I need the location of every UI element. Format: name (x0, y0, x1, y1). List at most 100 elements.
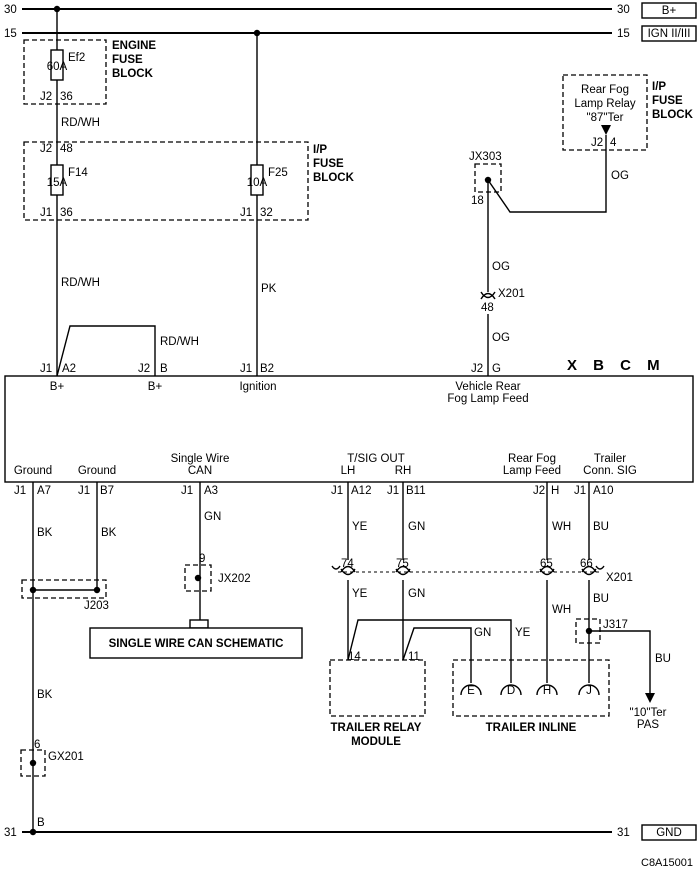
wire-wh-2: WH (552, 604, 571, 616)
wire-bu-2: BU (593, 593, 609, 605)
xbcm-pin-b2-label: Ignition (239, 381, 276, 393)
xbcm-pin-h-label-2: Lamp Feed (503, 465, 561, 477)
engine-fuse-conn: J2 (40, 91, 52, 103)
wire-gn-3: GN (474, 627, 491, 639)
xbcm-pin-a10-conn: J1 (574, 485, 586, 497)
x201-pin-65: 65 (540, 558, 553, 570)
wire-bk-1: BK (37, 527, 53, 539)
ground-rail: 31 31 GND (4, 824, 697, 841)
wire-og-2: OG (492, 261, 510, 273)
splice-j317: J317 (575, 618, 628, 644)
j203-label: J203 (84, 600, 109, 612)
x201-upper-pin: 48 (481, 302, 494, 314)
wire-wh-1: WH (552, 521, 571, 533)
relay-line-2: Lamp Relay (574, 98, 636, 110)
engine-fuse-block: Ef2 60A J2 36 ENGINE FUSE BLOCK (23, 5, 156, 142)
jx303-label: JX303 (469, 151, 502, 163)
xbcm-tsig-label: T/SIG OUT (347, 453, 405, 465)
connector-jx303: JX303 18 (469, 151, 502, 207)
jx303-pin: 18 (471, 195, 484, 207)
trailer-relay-title-2: MODULE (351, 736, 401, 748)
connector-jx202: 9 JX202 (184, 553, 251, 592)
gx201-pin: 6 (34, 739, 40, 751)
xbcm-pin-h-pin: H (551, 485, 559, 497)
xbcm-pin-a10-label-1: Trailer (594, 453, 626, 465)
xbcm-pin-a12-conn: J1 (331, 485, 343, 497)
connector-x201-upper: X201 48 (480, 288, 525, 314)
trailer-relay-title-1: TRAILER RELAY (331, 722, 422, 734)
fuse-ef2-name: Ef2 (68, 52, 85, 64)
wire-ye-1: YE (352, 521, 368, 533)
xbcm-pin-h-label-1: Rear Fog (508, 453, 556, 465)
relay-block-title-2: FUSE (652, 95, 683, 107)
ground-rail-number-right: 31 (617, 827, 630, 839)
relay-line-1: Rear Fog (581, 84, 629, 96)
engine-fuse-title-1: ENGINE (112, 40, 156, 52)
single-wire-can-schematic-link[interactable] (89, 627, 303, 659)
xbcm-pin-a3-conn: J1 (181, 485, 193, 497)
wire-rdwh-1: RD/WH (61, 117, 100, 129)
fuse-f25-rating: 10A (247, 177, 268, 189)
engine-fuse-pin: 36 (60, 91, 73, 103)
x201-lower-label: X201 (606, 572, 633, 584)
wire-ye-3: YE (515, 627, 531, 639)
engine-fuse-title-3: BLOCK (112, 68, 154, 80)
xbcm-pin-a3-label-1: Single Wire (171, 453, 230, 465)
wire-bk-2: BK (101, 527, 117, 539)
j317-label: J317 (603, 619, 628, 631)
xbcm-pin-b11-label: RH (395, 465, 412, 477)
x201-pin-74: 74 (341, 558, 354, 570)
wire-gn-1: GN (408, 521, 425, 533)
wire-bk-3: BK (37, 689, 53, 701)
xbcm-pin-a7-label: Ground (14, 465, 52, 477)
relay-block-title-1: I/P (652, 81, 666, 93)
connector-x201-lower: 74 75 65 66 X201 (331, 558, 633, 584)
wire-pk: PK (261, 283, 277, 295)
xbcm-pin-a2-pin: A2 (62, 363, 76, 375)
xbcm-pin-a2-label: B+ (50, 381, 65, 393)
ground-rail-label: GND (656, 827, 682, 839)
ign-rail: 15 15 IGN II/III (4, 25, 697, 42)
b-plus-rail-label: B+ (662, 5, 677, 17)
relay-pin: 4 (610, 137, 617, 149)
pas-arrow-icon (645, 693, 655, 703)
trailer-relay-pin-14: 14 (348, 651, 361, 663)
b-plus-rail-number-right: 30 (617, 4, 630, 16)
engine-fuse-title-2: FUSE (112, 54, 143, 66)
b-plus-rail: 30 30 B+ (4, 2, 697, 19)
xbcm-pin-b11-pin: B11 (406, 485, 426, 497)
wire-gn-can: GN (204, 511, 221, 523)
wire-gn-2: GN (408, 588, 425, 600)
ip-fuse-title-1: I/P (313, 144, 327, 156)
xbcm-pin-b7-pin: B7 (100, 485, 114, 497)
xbcm-pin-b7-conn: J1 (78, 485, 90, 497)
relay-terminal-arrow-icon (601, 125, 611, 135)
trailer-relay-pin-11: 11 (408, 651, 420, 663)
diagram-id: C8A15001 (641, 857, 693, 869)
trailer-inline-pin-j: J (586, 685, 592, 697)
x201-pin-66: 66 (580, 558, 593, 570)
xbcm-pin-g-label-1: Vehicle Rear (455, 381, 520, 393)
xbcm-pin-a3-label-2: CAN (188, 465, 212, 477)
trailer-relay-module: 14 11 TRAILER RELAY MODULE (329, 651, 426, 748)
xbcm-pin-g-pin: G (492, 363, 501, 375)
gx201-label: GX201 (48, 751, 84, 763)
xbcm-pin-a7-conn: J1 (14, 485, 26, 497)
trailer-inline: E D H J TRAILER INLINE (452, 659, 610, 734)
xbcm-pin-b-conn: J2 (138, 363, 150, 375)
wire-bu-1: BU (593, 521, 609, 533)
xbcm-pin-a3-pin: A3 (204, 485, 218, 497)
fuse-f25-name: F25 (268, 167, 288, 179)
trailer-inline-title: TRAILER INLINE (486, 722, 577, 734)
pas-line-2: PAS (637, 719, 659, 731)
x201-upper-label: X201 (498, 288, 525, 300)
xbcm-pin-b-label: B+ (148, 381, 163, 393)
fuse-ef2-rating: 60A (47, 61, 68, 73)
jx202-pin: 9 (199, 553, 205, 565)
xbcm-pin-a12-pin: A12 (351, 485, 371, 497)
rear-fog-relay: Rear Fog Lamp Relay "87"Ter J2 4 I/P FUS… (562, 74, 694, 151)
ground-gx201: 6 GX201 (20, 739, 84, 777)
ip-fuse-title-3: BLOCK (313, 172, 355, 184)
ground-rail-number-left: 31 (4, 827, 17, 839)
